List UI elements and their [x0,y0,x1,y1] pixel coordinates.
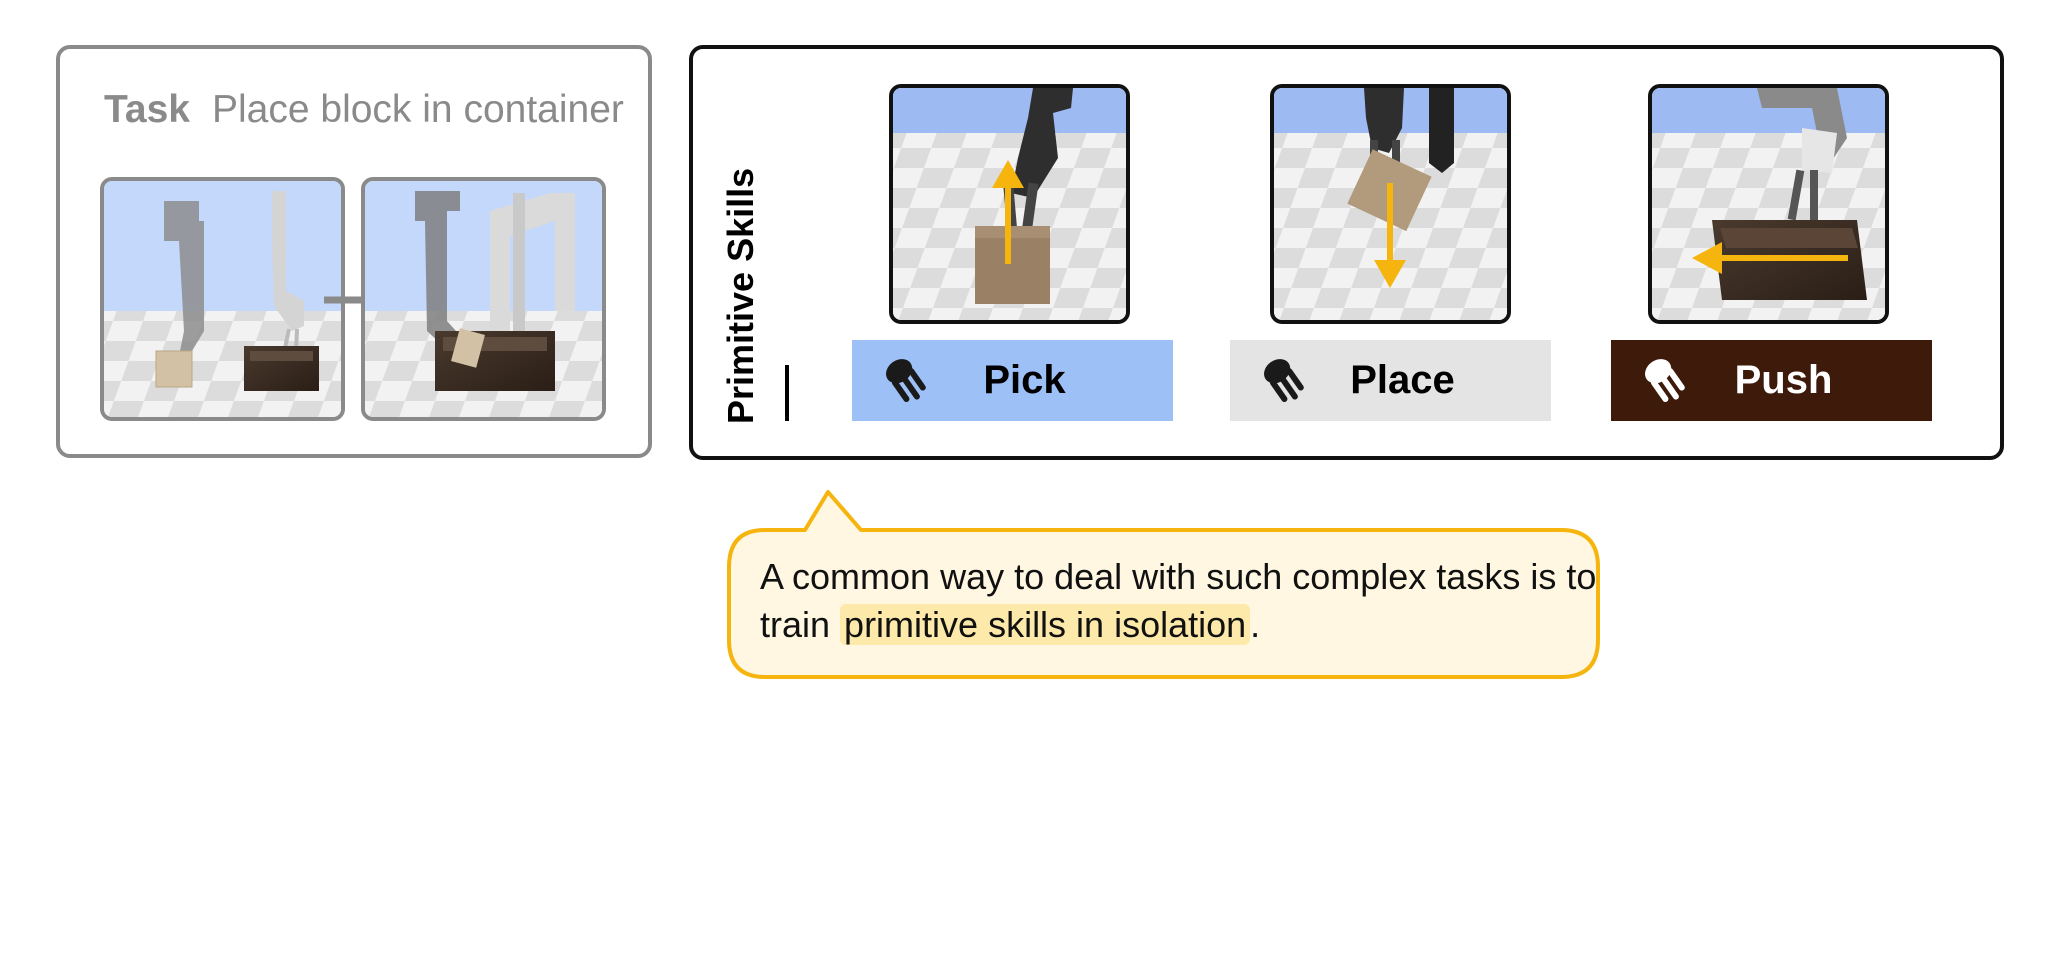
task-start-image [100,177,345,421]
push-skill-image [1648,84,1889,324]
push-skill-label: Push [1734,358,1833,402]
task-goal-image [361,177,606,421]
place-skill-image [1270,84,1511,324]
callout-text-main: A common way to deal with such complex t… [760,556,1597,645]
task-panel [56,45,652,458]
primitive-skills-title: Primitive Skills [720,167,761,424]
push-skill-button[interactable]: Push [1611,340,1932,421]
pick-skill-label: Pick [983,358,1066,402]
task-heading: Task Place block in container [104,88,624,132]
place-skill-label: Place [1350,358,1455,402]
title-divider [785,365,789,421]
task-label: Task [104,88,190,131]
robot-hand-icon [1645,358,1685,402]
callout-highlight: primitive skills in isolation [840,604,1251,645]
place-skill-button[interactable]: Place [1230,340,1551,421]
callout-text: A common way to deal with such complex t… [760,553,1600,649]
primitive-skills-panel [689,45,2004,460]
robot-hand-icon [1264,358,1304,402]
pick-skill-button[interactable]: Pick [852,340,1173,421]
pick-skill-image [889,84,1130,324]
task-description: Place block in container [212,88,624,131]
callout-text-end: . [1250,604,1261,645]
robot-hand-icon [886,358,926,402]
